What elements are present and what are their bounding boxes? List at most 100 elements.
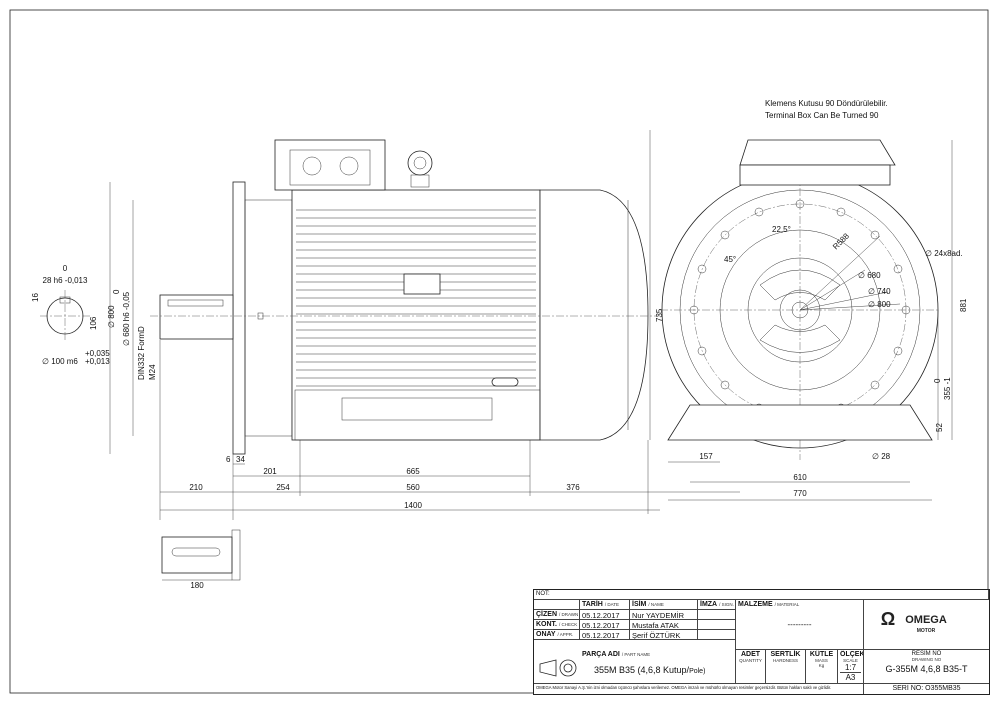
dim-m24: M24 — [148, 364, 157, 380]
tb-logo: Ω OMEGA MOTOR — [864, 600, 989, 650]
note-label: NOT: — [534, 590, 989, 600]
tb-row-drawn-role: ÇİZEN / DRAWN — [534, 610, 580, 620]
dim-355-zero: 0 — [933, 378, 942, 383]
dim-key-106: 106 — [89, 316, 98, 330]
front-feet — [667, 404, 933, 441]
svg-text:MOTOR: MOTOR — [917, 628, 936, 634]
dim-201: 201 — [263, 467, 277, 476]
dim-shaft-dia: ∅ 100 m6 — [42, 357, 78, 366]
dim-376: 376 — [566, 483, 580, 492]
dim-shaft-keyway: 28 h6 -0,013 — [43, 276, 88, 285]
svg-text:OMEGA: OMEGA — [905, 614, 947, 626]
tb-row-check-sign — [698, 620, 736, 630]
tb-row-appr-sign — [698, 630, 736, 640]
terminal-note-line2: Terminal Box Can Be Turned 90 — [765, 111, 879, 120]
tb-row-drawn-date: 05.12.2017 — [580, 610, 630, 620]
dim-254: 254 — [276, 483, 290, 492]
dim-key-16: 16 — [31, 293, 40, 302]
dim-shaft-keyway-zero: 0 — [63, 264, 68, 273]
shaft — [159, 294, 234, 340]
tb-serial: SERİ NO: O355MB35 — [892, 685, 961, 692]
dim-210: 210 — [189, 483, 203, 492]
nameplate — [403, 273, 441, 295]
title-block: NOT: TARİH / DATE İSİM / NAME İMZA / SIG… — [533, 589, 990, 695]
omega-logo: Ω OMEGA MOTOR — [881, 609, 947, 634]
dim-28: ∅ 28 — [872, 452, 891, 461]
tb-part-value: 355M B35 (4,6,8 Kutup/Pole) — [594, 665, 706, 675]
dim-355: 355 -1 — [943, 377, 952, 400]
angle-22-5: 22,5° — [772, 225, 791, 234]
dim-shaft-tol-upper: +0,035 — [85, 349, 110, 358]
grease-nipple — [491, 377, 519, 387]
terminal-box — [274, 139, 386, 191]
dim-735: 735 — [655, 308, 664, 322]
tb-row-drawn-sign — [698, 610, 736, 620]
flange — [232, 181, 246, 455]
dim-560: 560 — [406, 483, 420, 492]
motor-frame — [291, 189, 541, 441]
dim-shaft-tol-lower: +0,013 — [85, 357, 110, 366]
dim-front-680: ∅ 680 — [858, 271, 881, 280]
tb-material: MALZEME / MATERIAL --------- — [736, 600, 864, 650]
dim-665: 665 — [406, 467, 420, 476]
tb-row-check-name: Mustafa ATAK — [630, 620, 698, 630]
tb-sheet-size: A3 — [840, 672, 861, 682]
tb-part: PARÇA ADI / PART NAME 355M B35 (4,6,8 Ku… — [534, 650, 736, 684]
dim-6: 6 — [226, 455, 231, 464]
feet — [294, 389, 541, 441]
dim-610: 610 — [793, 473, 807, 482]
lifting-eye — [407, 150, 433, 176]
sheet-border — [9, 9, 989, 694]
front-dimensions — [668, 140, 953, 501]
dim-din332: DIN332 FormD — [137, 326, 146, 380]
tb-spacer — [534, 640, 736, 650]
fan-cover — [539, 189, 649, 441]
tb-material-value: --------- — [787, 620, 812, 629]
front-terminal-box — [739, 139, 896, 166]
tb-col-date: TARİH / DATE — [580, 600, 630, 610]
tb-col-name: İSİM / NAME — [630, 600, 698, 610]
side-dimensions — [109, 130, 740, 520]
tb-col-sign: İMZA / SIGN. — [698, 600, 736, 610]
shaft-detail — [161, 536, 233, 574]
dim-flange-800: ∅ 800 — [107, 305, 116, 328]
dim-front-800: ∅ 800 — [868, 300, 891, 309]
terminal-note-line1: Klemens Kutusu 90 Döndürülebilir. — [765, 99, 888, 108]
dim-holes: ∅ 24x8ad. — [925, 249, 963, 258]
cable-gland — [302, 156, 322, 176]
tb-blank — [534, 600, 580, 610]
dim-flange-680-zero: 0 — [112, 289, 121, 294]
dim-flange-680: ∅ 680 h6 -0,05 — [122, 291, 131, 346]
dim-770: 770 — [793, 489, 807, 498]
projection-symbol-icon — [539, 659, 577, 677]
cooling-fins — [296, 209, 536, 387]
svg-text:Ω: Ω — [881, 609, 895, 629]
tb-drawing-no-value: G-355M 4,6,8 B35-T — [885, 664, 968, 674]
tb-row-appr-role: ONAY / APPR. — [534, 630, 580, 640]
angle-45: 45° — [724, 255, 736, 264]
dim-52: 52 — [935, 423, 944, 432]
shaft-key — [167, 299, 224, 307]
tb-row-check-date: 05.12.2017 — [580, 620, 630, 630]
tb-row-appr-date: 05.12.2017 — [580, 630, 630, 640]
tb-scale-value: 1:7 — [844, 663, 857, 672]
side-view: 0 28 h6 -0,013 16 106 +0,035 ∅ 100 m6 +0… — [31, 130, 740, 590]
cable-gland — [339, 156, 359, 176]
dim-front-740: ∅ 740 — [868, 287, 891, 296]
tb-row-drawn-name: Nur YAYDEMİR — [630, 610, 698, 620]
tb-footer: OMEGA Motor Sanayi A.Ş.'nin izni olmadan… — [534, 684, 864, 694]
tb-row-check-role: KONT. / CHECK — [534, 620, 580, 630]
flange-hub — [244, 199, 293, 437]
dim-180: 180 — [190, 581, 204, 590]
dim-34: 34 — [236, 455, 245, 464]
dim-881: 881 — [959, 298, 968, 312]
dim-1400: 1400 — [404, 501, 422, 510]
front-view: Klemens Kutusu 90 Döndürülebilir. Termin… — [660, 99, 968, 501]
